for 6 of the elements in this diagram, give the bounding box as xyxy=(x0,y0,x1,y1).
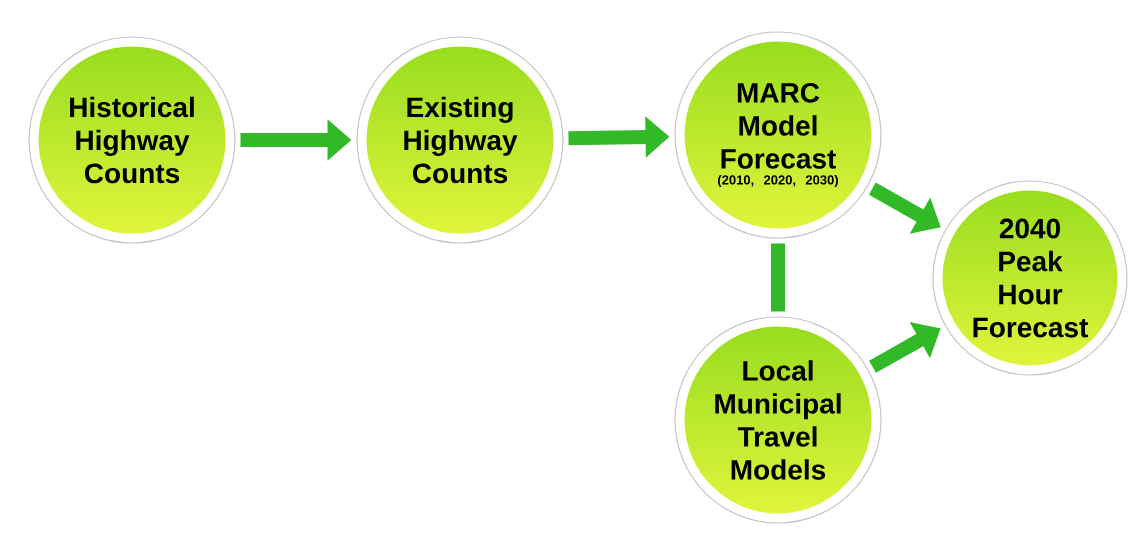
circle-node: Historical Highway Counts xyxy=(29,37,235,243)
circle-node: 2040 Peak Hour Forecast xyxy=(933,181,1127,375)
circle-node: Local Municipal Travel Models xyxy=(675,317,881,523)
connector-bar xyxy=(771,243,785,312)
circle-node: MARC Model Forecast (2010, 2020, 2030) xyxy=(675,32,881,238)
circle-node: Existing Highway Counts xyxy=(357,37,563,243)
